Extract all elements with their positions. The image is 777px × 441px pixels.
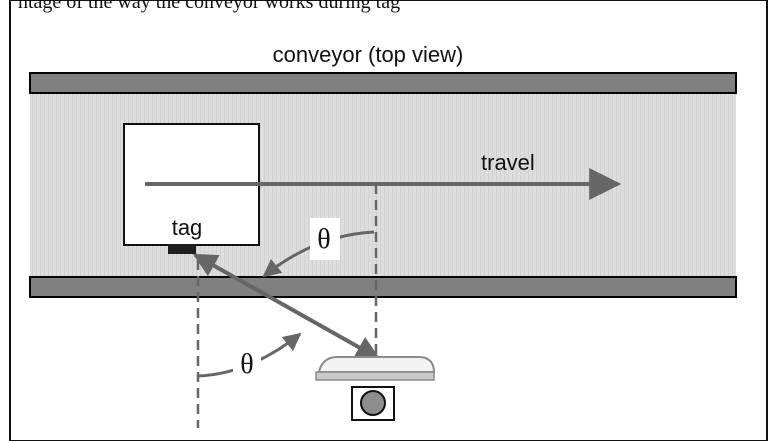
lower-angle-label-bg — [233, 345, 261, 385]
upper-angle-label-bg — [310, 218, 340, 260]
top-rail — [29, 72, 737, 94]
lower-angle-label: θ — [240, 349, 253, 380]
reader-lens-icon — [360, 390, 386, 416]
bottom-rail — [29, 276, 737, 298]
tag-marker — [168, 244, 196, 254]
travel-label: travel — [481, 150, 535, 175]
diagram-title: conveyor (top view) — [273, 42, 464, 67]
read-path-arrow — [192, 253, 381, 360]
reader-antenna-base — [315, 371, 435, 381]
top-caption: ntage of the way the conveyor works duri… — [18, 0, 400, 13]
tag-label: tag — [172, 215, 203, 240]
reader-antenna — [317, 356, 436, 373]
upper-angle-label: θ — [317, 224, 330, 255]
